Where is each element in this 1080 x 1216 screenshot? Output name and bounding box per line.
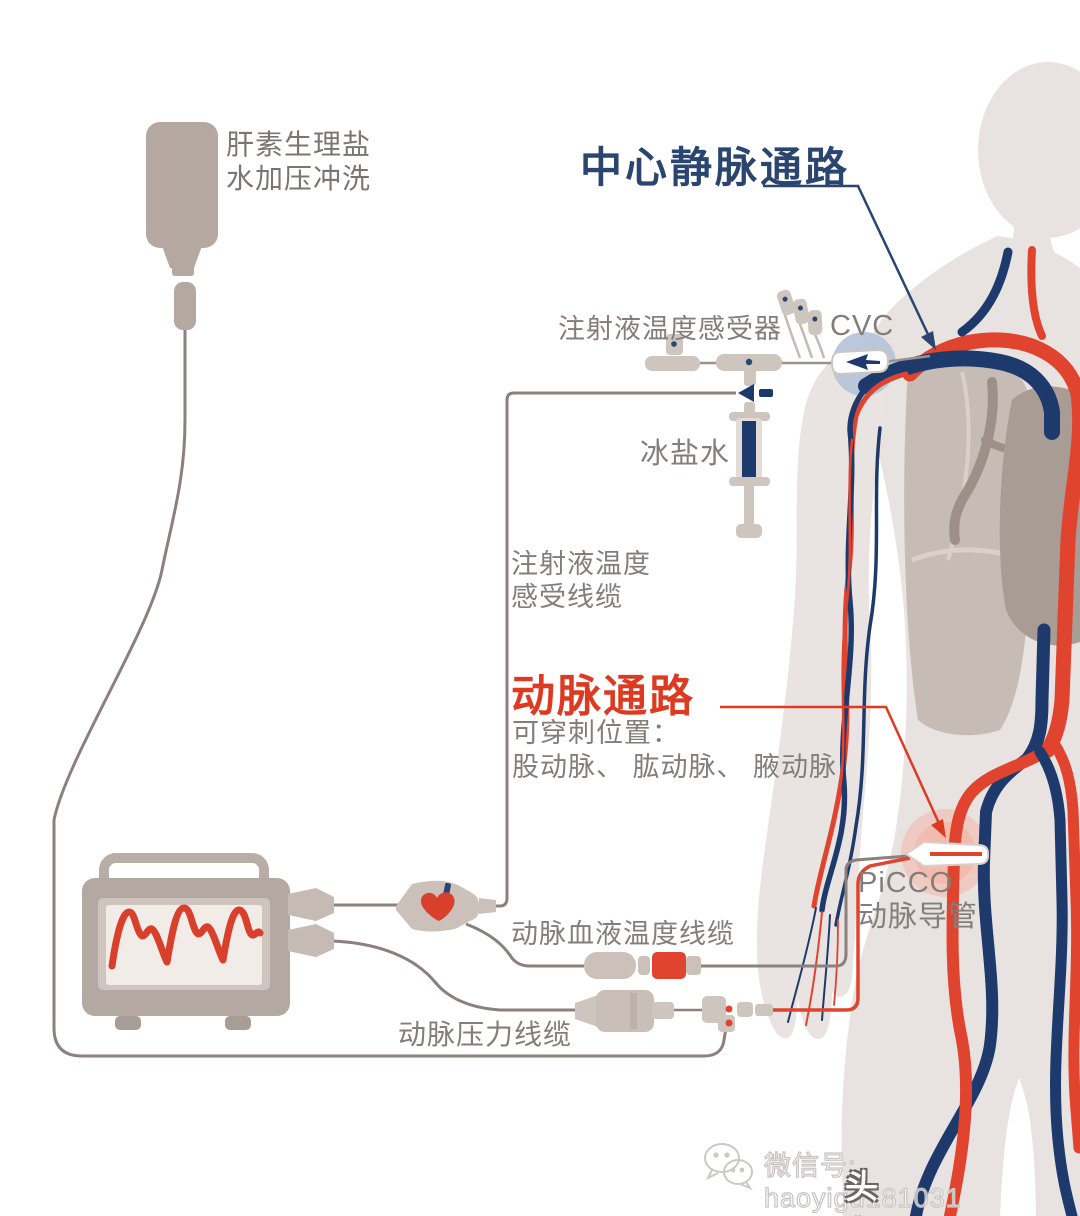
pressure-transducer <box>575 990 773 1032</box>
injectate-sensor-cable <box>482 391 736 908</box>
picco-line1: PiCCO <box>858 867 954 899</box>
picco-catheter-icon <box>904 840 989 868</box>
cvc-line-tip <box>883 354 931 364</box>
lungs-and-heart <box>904 358 1080 736</box>
puncture-sites-line2: 股动脉、 肱动脉、 腋动脉 <box>512 752 838 782</box>
central-venous-title: 中心静脉通路 <box>580 144 851 191</box>
lung-shape <box>904 358 1035 736</box>
lumen-plug-1 <box>776 289 796 316</box>
heparin-bag <box>146 122 218 330</box>
tubing <box>52 307 931 1058</box>
arterial-pointer <box>720 705 946 838</box>
right-iliac-vein <box>1034 746 1078 1216</box>
neck-shape <box>1000 200 1066 274</box>
picco-monitor <box>82 853 398 1030</box>
arterial-title: 动脉通路 <box>511 672 695 721</box>
navy-arrowhead-icon <box>921 331 936 350</box>
legs-gap <box>1000 1078 1036 1216</box>
injectate-cable-line2: 感受线缆 <box>511 582 623 612</box>
bronchus <box>949 377 998 545</box>
monitor-foot-left <box>115 1016 141 1030</box>
hand-vessel-2 <box>805 911 823 1026</box>
stopcock-valve-icon <box>738 384 754 402</box>
injectate-cable-line1: 注射液温度 <box>511 549 651 579</box>
stopcock <box>738 368 773 402</box>
monitor-port-top <box>288 888 334 921</box>
picco-catheter-label: PiCCO 动脉导管 <box>858 866 978 934</box>
arterial-waveform <box>108 904 264 970</box>
injectate-cable-label: 注射液温度 感受线缆 <box>511 548 651 614</box>
arterial-pressure-cable-label: 动脉压力线缆 <box>398 1019 573 1050</box>
wechat-watermark-text: 微信号: haoyigu181031 <box>763 1150 962 1213</box>
temp-cable-connector <box>584 952 701 979</box>
hand-vessel-4 <box>833 919 839 1006</box>
heparin-flush-line1: 肝素生理盐 <box>226 129 372 160</box>
lumen-plug-2 <box>792 298 810 325</box>
connector-nozzle <box>479 898 496 914</box>
ice-saline-syringe <box>729 402 770 538</box>
cvc-label: CVC <box>830 310 895 342</box>
monitor-foot-right <box>225 1016 251 1030</box>
blood-vessels <box>787 246 1080 1216</box>
arm-artery-2 <box>838 438 854 792</box>
heparin-flush-label: 肝素生理盐 水加压冲洗 <box>226 128 371 196</box>
carotid-artery <box>1027 246 1046 340</box>
cvc-catheter-dart <box>846 354 880 370</box>
aorta <box>902 332 1080 758</box>
right-iliac-artery <box>1049 739 1080 1154</box>
wechat-icon <box>704 1143 753 1191</box>
arm-vein <box>819 385 869 913</box>
transducer-dot-2 <box>725 1019 733 1027</box>
blood-temp-connector <box>396 880 496 932</box>
arterial-temp-cable-label: 动脉血液温度线缆 <box>511 919 735 949</box>
heparin-flush-line2: 水加压冲洗 <box>226 163 372 194</box>
arterial-temp-cable-right <box>700 854 909 968</box>
picco-line2: 动脉导管 <box>858 901 979 933</box>
red-arrowhead-icon <box>931 819 946 838</box>
monitor-screen <box>106 905 262 985</box>
transducer-dot-1 <box>725 1005 733 1013</box>
jugular-vein <box>957 247 1013 337</box>
superior-vena-cava <box>858 350 1060 440</box>
arm-shape <box>756 342 887 1040</box>
puncture-sites-line1: 可穿刺位置： <box>512 718 680 748</box>
heart-icon <box>420 892 455 921</box>
flush-line <box>52 330 728 1058</box>
ice-saline-label: 冰盐水 <box>640 438 731 470</box>
arm-vein-2 <box>834 426 882 927</box>
head-shape <box>978 62 1080 238</box>
arterial-temp-cable-left <box>465 922 584 968</box>
arterial-line-red <box>772 856 911 1012</box>
monitor-port-bottom <box>288 924 334 957</box>
central-venous-pointer <box>763 184 936 350</box>
arterial-pressure-cable <box>331 939 575 1012</box>
cvc-hub <box>645 289 889 376</box>
puncture-sites-label: 可穿刺位置： 股动脉、 肱动脉、 腋动脉 <box>512 716 837 784</box>
left-iliac-artery <box>944 744 1054 1216</box>
lumen-plug-3 <box>807 309 823 336</box>
saline-fill <box>742 421 756 478</box>
left-iliac-vein <box>910 752 1034 1216</box>
injectate-sensor-label: 注射液温度感受器 <box>558 314 782 344</box>
toutiao-watermark-text: 头条@医学顾事 <box>845 1168 879 1205</box>
